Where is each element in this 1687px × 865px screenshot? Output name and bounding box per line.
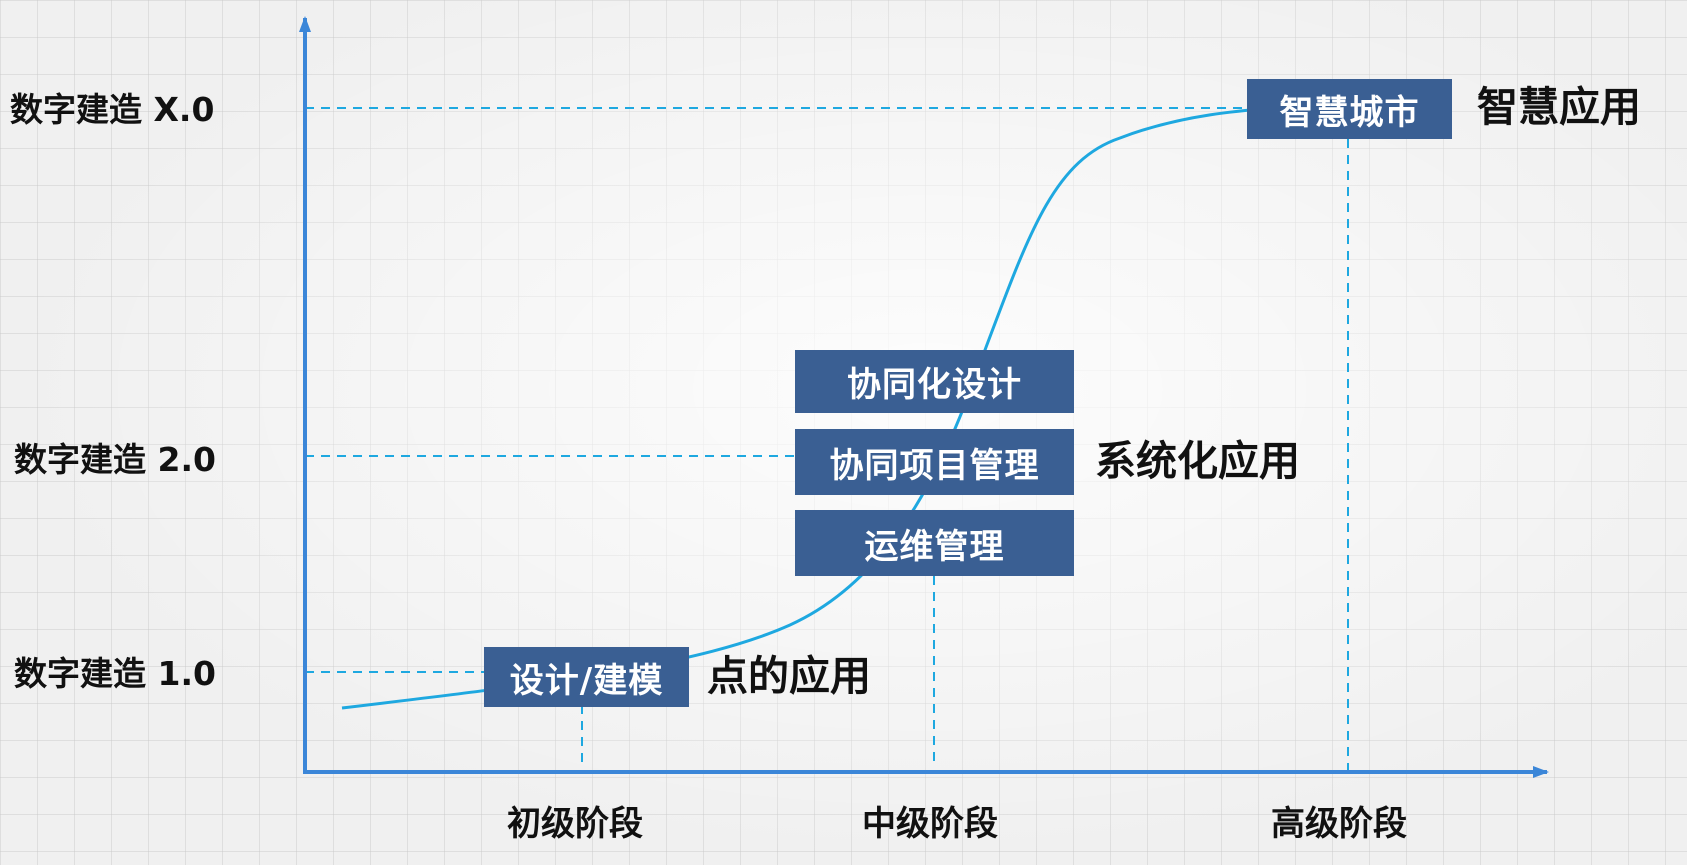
stage-label-intermediate: 中级阶段: [862, 804, 998, 844]
level-label-1: 数字建造 1.0: [14, 654, 216, 693]
app-label-point: 点的应用: [707, 652, 871, 700]
level-label-2: 数字建造 2.0: [14, 440, 216, 479]
box-ops-mgmt: 运维管理: [795, 510, 1074, 576]
box-smart-city: 智慧城市: [1247, 79, 1452, 139]
box-collab-project-mgmt: 协同项目管理: [795, 429, 1074, 495]
stage-label-advanced: 高级阶段: [1271, 804, 1407, 844]
box-collab-design: 协同化设计: [795, 350, 1074, 413]
level-label-x: 数字建造 X.0: [10, 90, 215, 129]
app-label-system: 系统化应用: [1095, 437, 1300, 485]
stage-label-initial: 初级阶段: [507, 804, 643, 844]
box-design-modeling: 设计/建模: [484, 647, 689, 707]
app-label-smart: 智慧应用: [1477, 83, 1641, 131]
